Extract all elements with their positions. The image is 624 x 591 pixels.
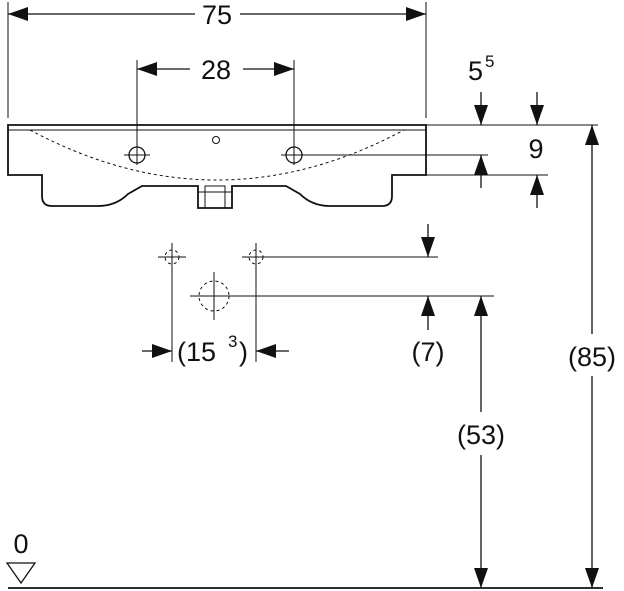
connection-offset-dimension: (7) [412,224,445,367]
tap-hole-left [124,145,150,165]
waste-height-label: (53) [457,420,505,450]
waste-height-dimension: (53) [457,296,505,588]
overall-width-label: 75 [202,0,232,30]
total-height-label: (85) [568,342,616,372]
supply-point-right [242,243,270,271]
wall-connections [158,243,494,362]
washbasin-body [7,124,488,209]
total-height-dimension: (85) [568,125,616,588]
tap-hole-spacing-label: 28 [201,55,231,85]
rim-thickness-label: 5 [468,56,483,86]
rim-thickness-dimension: 5 5 [426,52,598,188]
supply-spacing-label: (15 [177,337,216,367]
tap-hole-spacing-dimension: 28 [136,55,295,158]
tap-hole-right [281,145,307,165]
supply-spacing-superscript: 3 [228,332,237,351]
overall-width-dimension: 75 [7,0,427,118]
supply-point-left [158,243,186,271]
connection-offset-label: (7) [412,337,445,367]
floor-level-triangle-icon [5,562,37,585]
supply-spacing-close: ) [239,337,248,367]
basin-depth-label: 9 [528,134,543,164]
floor-level-label: 0 [13,529,28,559]
supply-spacing-dimension: (15 3 ) [142,332,289,367]
floor-level: 0 [5,529,603,589]
waste-connection-point [190,272,238,320]
rim-thickness-superscript: 5 [485,52,494,71]
basin-depth-dimension: 9 [528,92,544,208]
